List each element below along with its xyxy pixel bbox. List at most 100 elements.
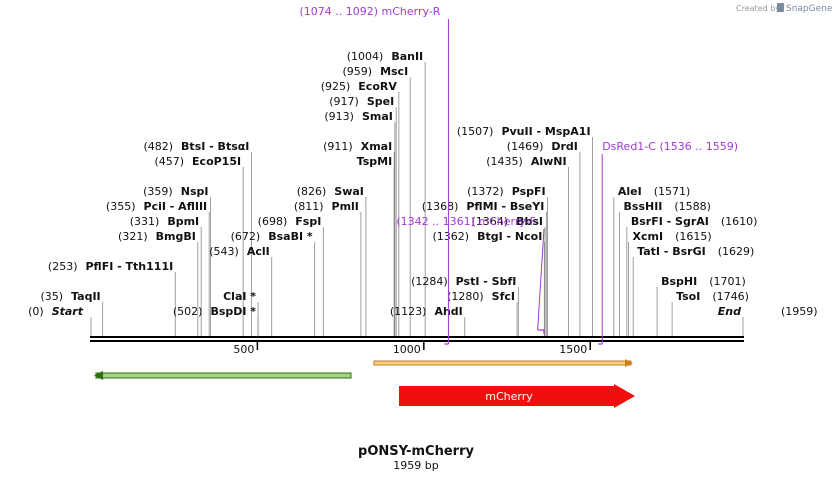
site-label[interactable]: DrdI(1469) (507, 140, 578, 153)
site-name[interactable]: SwaI (334, 185, 364, 198)
plasmid-length: 1959 bp (393, 459, 438, 472)
site-name[interactable]: XmaI (361, 140, 392, 153)
site-label[interactable]: EcoP15I(457) (154, 155, 241, 168)
site-name[interactable]: BsrFI - SgrAI (631, 215, 709, 228)
feature-green-arrow[interactable] (94, 371, 352, 380)
site-name[interactable]: XcmI (633, 230, 664, 243)
site-label[interactable]: EcoRV(925) (321, 80, 398, 93)
site-name[interactable]: BtsI - BtsαI (181, 140, 249, 153)
site-name[interactable]: PmlI (332, 200, 359, 213)
site-name[interactable]: TspMI (357, 155, 393, 168)
site-label[interactable]: XcmI(1615) (633, 230, 712, 243)
site-label[interactable]: BsrFI - SgrAI(1610) (631, 215, 758, 228)
site-name[interactable]: MscI (380, 65, 408, 78)
site-label[interactable]: PciI - AflIII(355) (106, 200, 207, 213)
site-label[interactable]: PstI - SbfI(1284) (411, 275, 516, 288)
site-position: (811) (294, 200, 324, 213)
site-label[interactable]: ClaI * (223, 290, 256, 303)
site-name[interactable]: BmgBI (156, 230, 196, 243)
site-position: (1368) (422, 200, 459, 213)
site-label[interactable]: BsaBI *(672) (231, 230, 313, 243)
site-name[interactable]: PflMI - BseYI (466, 200, 544, 213)
site-name[interactable]: SfcI (492, 290, 515, 303)
site-label[interactable]: FspI(698) (258, 215, 322, 228)
site-label[interactable]: TatI - BsrGI(1629) (637, 245, 754, 258)
primer[interactable]: (1074 .. 1092) mCherry-R (299, 5, 449, 345)
site-name[interactable]: SmaI (362, 110, 393, 123)
site-name[interactable]: TsoI (676, 290, 700, 303)
site-label[interactable]: Start(0) (28, 305, 84, 318)
site-label[interactable]: BpmI(331) (130, 215, 199, 228)
site-label[interactable]: TsoI(1746) (676, 290, 749, 303)
site-name[interactable]: End (718, 305, 741, 318)
site-name[interactable]: ClaI * (223, 290, 256, 303)
site-label[interactable]: BmgBI (321) (118, 230, 196, 243)
site-label[interactable]: PmlI (811) (294, 200, 359, 213)
site-name[interactable]: BbsI (516, 215, 543, 228)
site-label[interactable]: PflFI - Tth111I(253) (48, 260, 173, 273)
primer[interactable]: DsRed1-C (1536 .. 1559) (598, 140, 738, 345)
site-name[interactable]: BanII (391, 50, 423, 63)
site-name[interactable]: AlwNI (531, 155, 567, 168)
site-name[interactable]: SpeI (367, 95, 394, 108)
site-label[interactable]: PvuII - MspA1I(1507) (457, 125, 591, 138)
site-name[interactable]: BspHI (661, 275, 697, 288)
site-name[interactable]: BsaBI * (268, 230, 313, 243)
site-label[interactable]: MscI(959) (342, 65, 408, 78)
site-name[interactable]: PciI - AflIII (144, 200, 208, 213)
primer-annotations[interactable]: (1074 .. 1092) mCherry-R (1342 .. 1361) m… (299, 5, 738, 345)
site-label[interactable]: TaqII(35) (40, 290, 100, 303)
site-name[interactable]: Start (52, 305, 84, 318)
primer-name[interactable]: DsRed1-C (1536 .. 1559) (602, 140, 738, 153)
primer[interactable]: (1342 .. 1361) mCherry-F (396, 215, 545, 334)
site-label[interactable]: PspFI(1372) (467, 185, 545, 198)
site-label[interactable]: BtgI - NcoI(1362) (433, 230, 543, 243)
site-name[interactable]: DrdI (551, 140, 578, 153)
site-label[interactable]: BspHI (1701) (661, 275, 746, 288)
site-name[interactable]: NspI (181, 185, 209, 198)
site-name[interactable]: TatI - BsrGI (637, 245, 706, 258)
site-name[interactable]: PvuII - MspA1I (501, 125, 590, 138)
site-label[interactable]: PflMI - BseYI (1368) (422, 200, 545, 213)
site-label[interactable]: SmaI(913) (324, 110, 393, 123)
feature-orange-arrow[interactable] (373, 359, 633, 367)
site-name[interactable]: BssHII (624, 200, 663, 213)
site-label[interactable]: AleI(1571) (618, 185, 690, 198)
site-label[interactable]: BspDI *(502) (173, 305, 256, 318)
site-name[interactable]: FspI (295, 215, 321, 228)
site-name[interactable]: AclI (247, 245, 270, 258)
site-label[interactable]: BanII(1004) (347, 50, 423, 63)
site-name[interactable]: EcoP15I (192, 155, 241, 168)
site-name[interactable]: PstI - SbfI (456, 275, 517, 288)
site-name[interactable]: AleI (618, 185, 642, 198)
site-label[interactable]: BbsI(1364) (471, 215, 542, 228)
site-label[interactable]: SwaI(826) (297, 185, 364, 198)
site-position: (1701) (709, 275, 746, 288)
site-label[interactable]: AclI(543) (209, 245, 270, 258)
site-label[interactable]: SpeI(917) (329, 95, 394, 108)
primer-name[interactable]: (1342 .. 1361) mCherry-F (396, 215, 536, 228)
site-label[interactable]: NspI(359) (143, 185, 208, 198)
site-label[interactable]: End(1959) (718, 305, 818, 318)
site-label[interactable]: XmaI(911) (323, 140, 392, 153)
site-name[interactable]: PflFI - Tth111I (86, 260, 174, 273)
cut-site-labels[interactable]: Start(0) TaqII(35) PflFI - Tth111I(253) Bmg… (28, 50, 817, 318)
site-name[interactable]: PspFI (512, 185, 546, 198)
site-label[interactable]: AlwNI(1435) (486, 155, 566, 168)
site-label[interactable]: BssHII(1588) (624, 200, 711, 213)
site-label[interactable]: AhdI(1123) (390, 305, 463, 318)
site-name[interactable]: BpmI (167, 215, 199, 228)
primer-name[interactable]: (1074 .. 1092) mCherry-R (299, 5, 440, 18)
site-name[interactable]: BspDI * (210, 305, 256, 318)
site-label[interactable]: SfcI(1280) (447, 290, 515, 303)
feature-mcherry[interactable]: mCherry (399, 384, 635, 408)
site-position: (321) (118, 230, 148, 243)
site-name[interactable]: TaqII (71, 290, 101, 303)
ruler-tick-label: 1500 (559, 343, 587, 356)
site-label[interactable]: BtsI - BtsαI (482) (143, 140, 249, 153)
site-position: (482) (143, 140, 173, 153)
site-name[interactable]: EcoRV (358, 80, 397, 93)
site-name[interactable]: BtgI - NcoI (477, 230, 542, 243)
site-label[interactable]: TspMI (357, 155, 393, 168)
